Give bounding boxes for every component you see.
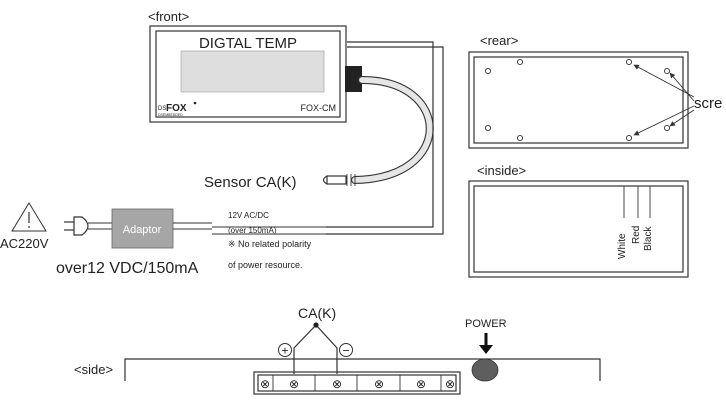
brand-ds: DS [158, 106, 166, 112]
terminal-screw-icon: ⊗ [289, 377, 299, 391]
plus-icon [278, 343, 292, 357]
minus-sign: − [342, 344, 349, 358]
plus-sign: + [281, 344, 288, 358]
side-view-label: <side> [74, 362, 113, 377]
minus-icon [339, 343, 353, 357]
display-title: DIGTAL TEMP [199, 35, 297, 52]
model-label: FOX-CM [301, 103, 337, 113]
terminal-block [253, 371, 461, 395]
connector-jack [345, 66, 362, 92]
inside-view-label: <inside> [477, 163, 526, 178]
power-spec-line2: (over 150mA) [228, 226, 277, 235]
thermocouple-label: CA(K) [298, 305, 336, 321]
terminal-screw-icon: ⊗ [260, 377, 270, 391]
ac-source-label: AC220V [0, 236, 49, 251]
sensor-label: Sensor CA(K) [204, 174, 297, 191]
screw-callout-arrows [633, 64, 695, 136]
side-panel [124, 358, 601, 381]
screw-label: scre [694, 95, 722, 112]
thermocouple-wires [293, 322, 338, 374]
adaptor-label: Adaptor [123, 224, 162, 236]
power-spec-line1: 12V AC/DC [228, 211, 269, 220]
power-cable [326, 41, 444, 235]
warning-icon [11, 202, 47, 232]
power-arrow-icon [479, 333, 493, 354]
terminal-screw-icon: ⊗ [445, 377, 455, 391]
polarity-note-line1: ※ No related polarity [228, 239, 312, 249]
adaptor-box [111, 208, 174, 249]
inside-panel: White Red Black [468, 180, 689, 278]
terminal-screw-icon: ⊗ [416, 377, 426, 391]
power-button[interactable] [471, 358, 499, 382]
sensor-cable [351, 76, 434, 184]
rear-view-label: <rear> [480, 33, 518, 48]
front-panel: DIGTAL TEMP DS FOX DSEMBEDDED FOX-CM [149, 25, 347, 123]
brand-company: DSEMBEDDED [158, 113, 183, 117]
brand-fox-logo: FOX [166, 103, 187, 114]
brand-dot-icon [193, 101, 197, 105]
front-view-label: <front> [148, 9, 189, 24]
wire-white: White [617, 233, 628, 259]
sensor-probe [322, 174, 356, 186]
rear-panel [468, 51, 689, 149]
plug-icon [64, 216, 89, 236]
wire-black: Black [643, 226, 654, 251]
lcd-window [180, 50, 325, 93]
polarity-note-line2: of power resource. [228, 260, 303, 270]
wire-red: Red [631, 226, 642, 244]
power-label: POWER [465, 318, 507, 330]
terminal-screw-icon: ⊗ [374, 377, 384, 391]
adaptor-spec: over12 VDC/150mA [56, 260, 199, 277]
terminal-screw-icon: ⊗ [332, 377, 342, 391]
